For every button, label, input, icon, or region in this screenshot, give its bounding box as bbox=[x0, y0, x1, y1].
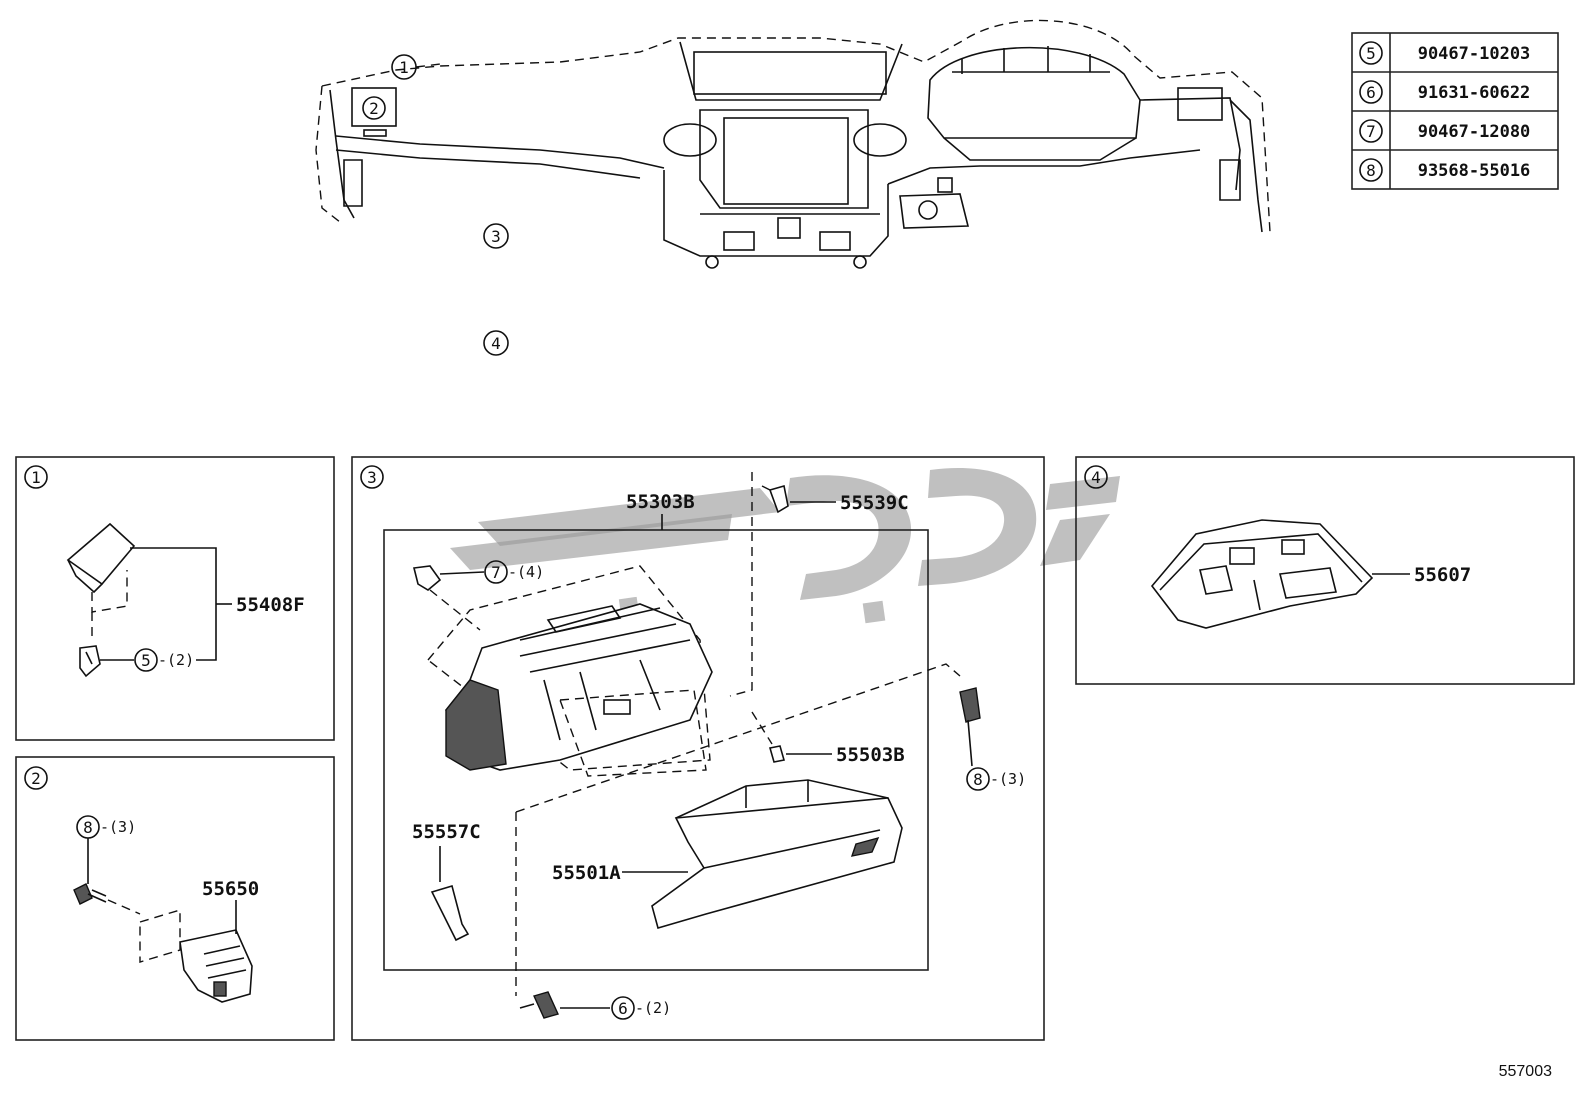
overview-callout-4-label: 4 bbox=[491, 334, 501, 353]
glove-box-shape bbox=[651, 797, 903, 929]
damper-shape bbox=[430, 884, 470, 942]
screw-head-shape bbox=[73, 883, 93, 905]
overview-callout-2-label: 2 bbox=[369, 99, 379, 118]
overview-callout-1: 1 bbox=[391, 54, 441, 80]
door-frame-side bbox=[445, 679, 507, 771]
table-part-no-5: 90467-10203 bbox=[1418, 44, 1531, 64]
panel-3-ref-7-qty: -(4) bbox=[508, 563, 544, 581]
detail-panel-3: 3 55303B 55539C 7 -(4) 8 -(3) bbox=[351, 456, 1045, 1041]
table-ref-7: 7 bbox=[1366, 122, 1376, 141]
table-part-no-8: 93568-55016 bbox=[1418, 161, 1531, 181]
table-part-no-6: 91631-60622 bbox=[1418, 83, 1531, 103]
panel-1-label: 1 bbox=[31, 468, 41, 487]
part-55408F: 55408F bbox=[236, 594, 305, 616]
table-ref-8: 8 bbox=[1366, 161, 1376, 180]
diagram-number: 557003 bbox=[1499, 1063, 1552, 1080]
table-part-no-7: 90467-12080 bbox=[1418, 122, 1531, 142]
panel-3-ref-8: 8 bbox=[973, 770, 983, 789]
overview-callout-4: 4 bbox=[483, 330, 509, 356]
panel-4-label: 4 bbox=[1091, 468, 1101, 487]
panel-1-clip-qty: -(2) bbox=[158, 651, 194, 669]
panel-2-screw-qty: -(3) bbox=[100, 818, 136, 836]
instrument-panel-overview bbox=[315, 19, 1271, 269]
detail-panel-4: 4 55607 bbox=[1075, 456, 1575, 685]
part-55303B: 55303B bbox=[626, 491, 695, 513]
table-ref-6: 6 bbox=[1366, 83, 1376, 102]
bolt-8-shape bbox=[959, 687, 981, 723]
part-55607: 55607 bbox=[1414, 564, 1471, 586]
part-55501A: 55501A bbox=[552, 862, 621, 884]
detail-panel-2: 2 8 -(3) 55650 bbox=[15, 756, 335, 1041]
panel-2-screw-ref: 8 bbox=[83, 818, 93, 837]
panel-3-ref-7: 7 bbox=[491, 563, 501, 582]
lower-panel-shape bbox=[1150, 519, 1374, 629]
lock-shape bbox=[768, 745, 786, 763]
cover-shape bbox=[66, 522, 136, 586]
table-ref-5: 5 bbox=[1366, 44, 1376, 63]
part-55557C: 55557C bbox=[412, 821, 481, 843]
panel-3-ref-6: 6 bbox=[618, 999, 628, 1018]
overview-callout-1-label: 1 bbox=[399, 58, 409, 77]
panel-3-ref-8-qty: -(3) bbox=[990, 770, 1026, 788]
part-55650: 55650 bbox=[202, 878, 259, 900]
part-55503B: 55503B bbox=[836, 744, 905, 766]
part-55539C: 55539C bbox=[840, 492, 909, 514]
overview-callout-2: 2 bbox=[369, 99, 379, 118]
panel-3-ref-6-qty: -(2) bbox=[635, 999, 671, 1017]
clip-7-shape bbox=[413, 565, 442, 591]
detail-panel-1: 1 55408F 5 -(2) bbox=[15, 456, 335, 741]
part-number-table: 5 90467-10203 6 91631-60622 7 90467-1208… bbox=[1351, 32, 1559, 190]
screw-6-shape bbox=[533, 991, 559, 1019]
panel-1-clip-ref: 5 bbox=[141, 651, 151, 670]
panel-2-label: 2 bbox=[31, 769, 41, 788]
stopper-shape bbox=[768, 484, 789, 514]
watermark-logo bbox=[450, 468, 1120, 624]
overview-callout-3-label: 3 bbox=[491, 227, 501, 246]
panel-3-label: 3 bbox=[367, 468, 377, 487]
overview-callout-3: 3 bbox=[483, 223, 509, 249]
